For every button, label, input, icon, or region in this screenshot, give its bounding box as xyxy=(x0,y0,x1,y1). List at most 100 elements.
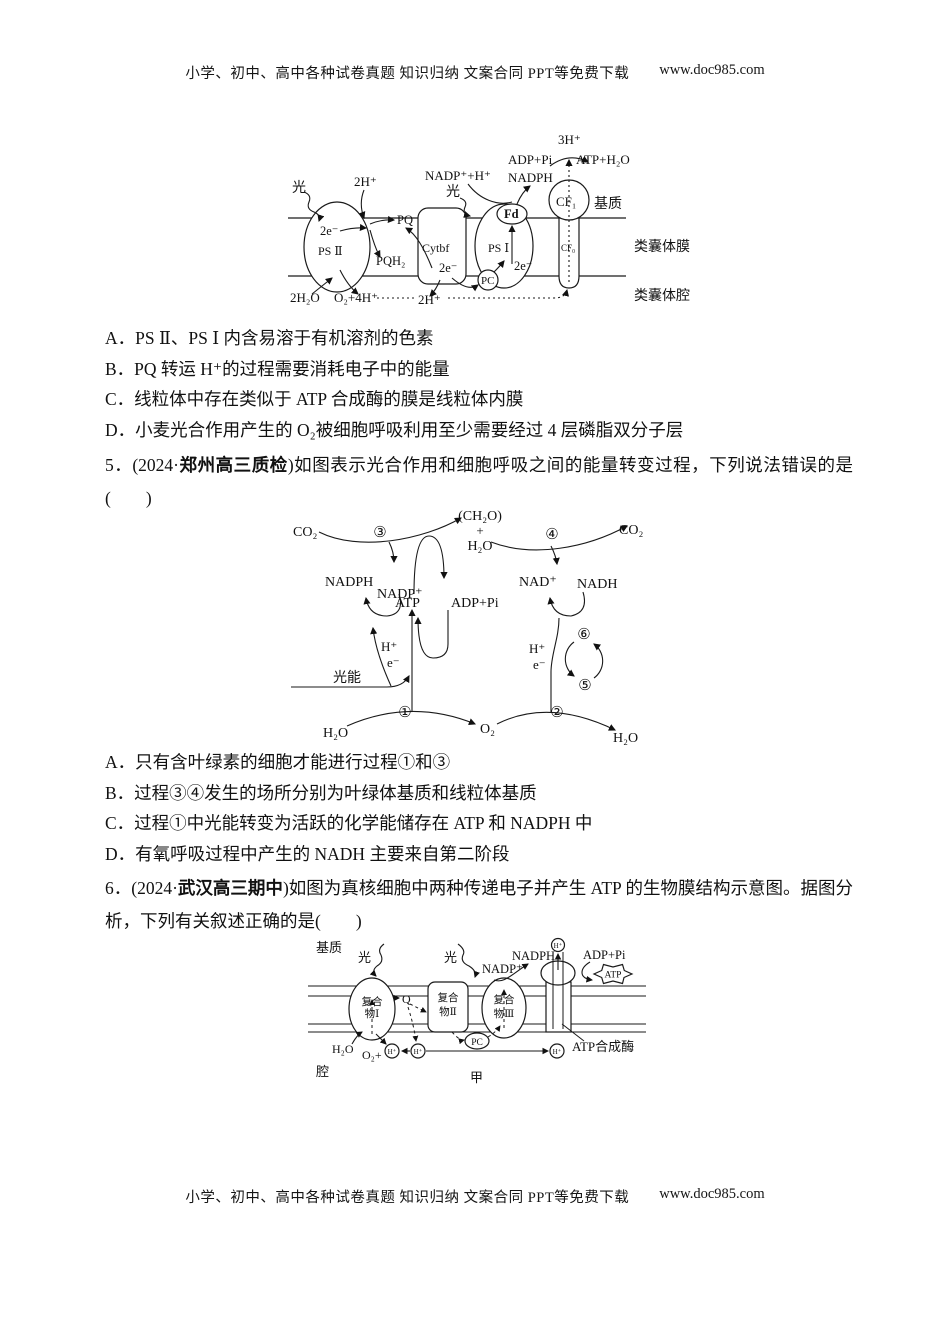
diagram1-labels: 光 2H⁺ 2e⁻ PS Ⅱ PQ PQH₂ Cytbf 2e⁻ 光 NADP⁺… xyxy=(290,132,690,307)
membrane-complexes xyxy=(348,937,634,1059)
h-ion-circle-1 xyxy=(384,1043,400,1059)
complex2-label: 物Ⅱ xyxy=(439,1005,457,1018)
light-label: 光 xyxy=(446,184,460,200)
light-zigzag-arrow xyxy=(369,943,385,977)
q6-diagram: 基质 光 光 NADP⁺ NADPH H⁺ ADP+Pi ATP 复合 物Ⅰ Q… xyxy=(308,937,646,1085)
q4-option-b: B．PQ 转运 H⁺的过程需要消耗电子中的能量 xyxy=(105,358,450,379)
matrix-label: 基质 xyxy=(316,940,342,955)
e-right-label: e⁻ xyxy=(533,657,546,672)
ps1-complex xyxy=(474,203,534,289)
complex3-label: 物Ⅲ xyxy=(494,1007,515,1020)
atp-synthase-label: ATP合成酶 xyxy=(572,1039,634,1054)
h-ion-top-circle xyxy=(550,937,566,953)
pq-label: PQ xyxy=(397,213,413,227)
q-label: Q xyxy=(402,992,411,1006)
h-top-label: H⁺ xyxy=(554,942,563,950)
light-energy-label: 光能 xyxy=(333,670,361,686)
q6-stem: 6．(2024·武汉高三期中)如图为真核细胞中两种传递电子并产生 ATP 的生物… xyxy=(105,872,853,938)
step2-label: ② xyxy=(550,705,563,721)
h2o-bl-label: H₂O xyxy=(323,726,348,741)
o2-label: O₂ xyxy=(480,722,495,737)
fd-label: Fd xyxy=(504,207,519,221)
pc-label: PC xyxy=(481,275,494,287)
h2o-br-label: H₂O xyxy=(613,731,638,746)
cytbf-complex xyxy=(417,207,467,285)
h-left-label: H⁺ xyxy=(381,639,397,654)
h2o-top-label: H₂O xyxy=(467,539,492,554)
adp-pi-label: ADP+Pi xyxy=(583,948,626,962)
o2-label: O₂+ xyxy=(362,1048,382,1062)
light-zigzag-arrow xyxy=(303,191,325,223)
q5-source: 郑州高三质检 xyxy=(179,455,288,475)
adp-pi-label: ADP+Pi xyxy=(508,152,553,167)
nadp-h-label: NADP⁺+H⁺ xyxy=(425,168,491,183)
atp-label: ATP xyxy=(395,596,420,611)
nadp-label: NADP⁺ xyxy=(377,587,423,602)
q5-stem-text: )如图表示光合作用和细胞呼吸之间的能量转变过程，下列说法错误的是( ) xyxy=(105,455,854,508)
q5-stem: 5．(2024·郑州高三质检)如图表示光合作用和细胞呼吸之间的能量转变过程，下列… xyxy=(105,449,853,515)
jia-label: 甲 xyxy=(470,1070,483,1085)
nadph-label: NADPH xyxy=(512,949,555,963)
plus-label: + xyxy=(476,523,483,538)
2h-mid-label: 2H⁺ xyxy=(418,292,441,307)
h3-label: H⁺ xyxy=(553,1048,562,1056)
pc-label: PC xyxy=(471,1038,483,1048)
step6-label: ⑥ xyxy=(577,627,590,643)
2h2o-label: 2H₂O xyxy=(290,290,320,305)
complex3-label: 复合 xyxy=(494,993,515,1006)
light-label: 光 xyxy=(358,950,371,965)
pc-carrier xyxy=(477,269,499,291)
atp-synthase-pointer-line xyxy=(561,1023,585,1042)
fd-carrier xyxy=(496,203,528,225)
o2-4h-label: O₂+4H⁺ xyxy=(334,290,378,305)
step4-label: ④ xyxy=(545,527,558,543)
thylakoid-lumen-label: 类囊体腔 xyxy=(634,287,690,304)
light-energy-line xyxy=(291,675,410,688)
step1-label: ① xyxy=(398,705,411,721)
light-zigzag-arrow xyxy=(459,197,472,218)
step5-label: ⑤ xyxy=(578,678,591,694)
footer-url: www.doc985.com xyxy=(659,1186,765,1202)
cho-label: (CH₂O) xyxy=(458,509,502,524)
q5-options: A．只有含叶绿素的细胞才能进行过程①和③ B．过程③④发生的场所分别为叶绿体基质… xyxy=(105,747,885,869)
cytbf-label: Cytbf xyxy=(422,241,449,255)
2e-ps2-label: 2e⁻ xyxy=(320,224,338,238)
q5-diagram: CO₂ ③ (CH₂O) + H₂O ④ CO₂ NADPH NADP⁺ ATP… xyxy=(291,509,643,746)
q5-option-c: C．过程①中光能转变为活跃的化学能储存在 ATP 和 NADPH 中 xyxy=(105,813,593,833)
h1-label: H⁺ xyxy=(388,1048,397,1056)
header-url: www.doc985.com xyxy=(659,62,765,78)
diagram2-labels: CO₂ ③ (CH₂O) + H₂O ④ CO₂ NADPH NADP⁺ ATP… xyxy=(293,509,643,746)
q4-option-a: A．PS Ⅱ、PS Ⅰ 内含易溶于有机溶剂的色素 xyxy=(105,328,434,348)
q4-option-c: C．线粒体中存在类似于 ATP 合成酶的膜是线粒体内膜 xyxy=(105,389,524,409)
e-left-label: e⁻ xyxy=(387,655,400,670)
diagram3-labels: 基质 光 光 NADP⁺ NADPH H⁺ ADP+Pi ATP 复合 物Ⅰ Q… xyxy=(316,940,634,1085)
adp-pi-label: ADP+Pi xyxy=(451,596,499,611)
q6-source: 武汉高三期中 xyxy=(177,878,283,898)
nad-label: NAD⁺ xyxy=(519,575,557,590)
pqh2-label: PQH₂ xyxy=(376,254,405,268)
light-label: 光 xyxy=(292,180,306,196)
3h-label: 3H⁺ xyxy=(558,132,581,147)
q5-option-a: A．只有含叶绿素的细胞才能进行过程①和③ xyxy=(105,752,451,772)
cf0-label: CF₀ xyxy=(561,243,575,253)
diagram3-arrows xyxy=(351,943,593,1055)
atp-label: ATP xyxy=(605,971,622,981)
diagram1-arrows xyxy=(303,156,589,299)
step3-label: ③ xyxy=(373,525,386,541)
h2o-label: H₂O xyxy=(332,1042,354,1056)
atp-to-adp-arc xyxy=(413,535,448,595)
stroma-label: 基质 xyxy=(594,195,622,212)
page-header: 小学、初中、高中各种试卷真题 知识归纳 文案合同 PPT等免费下载 www.do… xyxy=(0,62,950,83)
h-ion-circle-3 xyxy=(549,1043,565,1059)
q5-option-d: D．有氧呼吸过程中产生的 NADH 主要来自第二阶段 xyxy=(105,843,510,864)
nadph-label: NADPH xyxy=(508,170,553,185)
pc-carrier xyxy=(464,1032,490,1050)
q6-number-prefix: 6．(2024· xyxy=(105,878,178,898)
q5-number-prefix: 5．(2024· xyxy=(105,455,179,475)
thylakoid-membrane-label: 类囊体膜 xyxy=(634,238,690,255)
complex2-label: 复合 xyxy=(438,991,459,1004)
footer-text: 小学、初中、高中各种试卷真题 知识归纳 文案合同 PPT等免费下载 xyxy=(185,1190,630,1206)
cf0-stalk xyxy=(558,217,580,289)
2h-label: 2H⁺ xyxy=(354,174,377,189)
complex1-label: 复合 xyxy=(362,995,383,1008)
